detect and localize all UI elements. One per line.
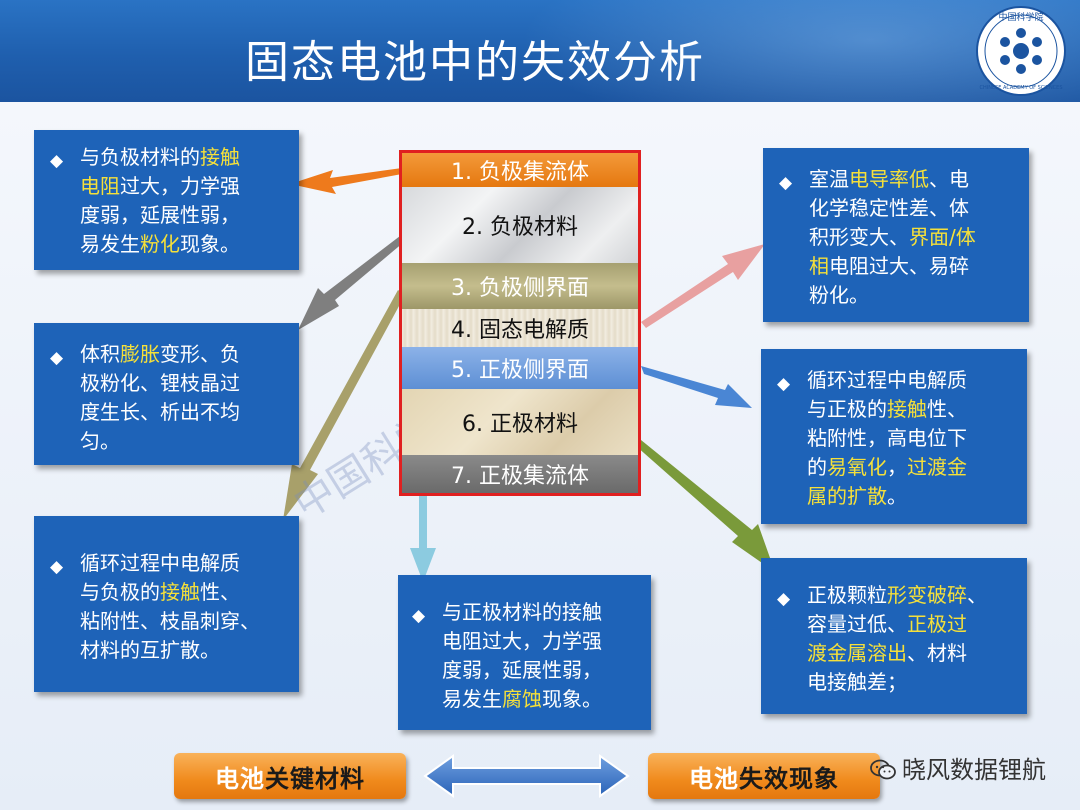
box-text: 室温电导率低、电 化学稳定性差、体 积形变大、界面/体 相电阻过大、易碎 粉化。 [809,167,976,307]
box-text: 循环过程中电解质 与正极的接触性、 粘附性，高电位下 的易氧化，过渡金 属的扩散… [807,368,967,508]
layer-label: 6. 正极材料 [462,412,578,437]
box-positive-particle-failure: ◆ 正极颗粒形变破碎、 容量过低、正极过 渡金属溶出、材料 电接触差； [761,558,1027,714]
bullet-icon: ◆ [50,557,64,577]
layer-negative-collector: 1. 负极集流体 [402,153,638,187]
box-text: 正极颗粒形变破碎、 容量过低、正极过 渡金属溶出、材料 电接触差； [807,583,987,694]
layer-positive-collector: 7. 正极集流体 [402,455,638,493]
layer-negative-material: 2. 负极材料 [402,187,638,263]
layer-negative-interface: 3. 负极侧界面 [402,263,638,309]
key-materials-button[interactable]: 电池关键材料 [174,753,406,799]
bullet-icon: ◆ [50,151,64,171]
double-arrow-icon [423,754,630,798]
logo-label: CHINESE ACADEMY OF SCIENCES [979,85,1062,91]
layer-label: 5. 正极侧界面 [451,358,589,383]
bullet-icon: ◆ [777,374,791,394]
layer-label: 4. 固态电解质 [451,318,589,343]
source-watermark: 晓风数据锂航 [870,750,1046,785]
cas-logo-icon: 中国科学院 CHINESE ACADEMY OF SCIENCES [976,6,1066,96]
box-negative-material-failure: ◆ 与负极材料的接触 电阻过大，力学强 度弱，延展性弱， 易发生粉化现象。 [34,130,299,270]
battery-layer-stack: 1. 负极集流体 2. 负极材料 3. 负极侧界面 4. 固态电解质 5. 正极… [399,150,641,496]
layer-label: 1. 负极集流体 [451,160,589,185]
box-text: 循环过程中电解质 与负极的接触性、 粘附性、枝晶刺穿、 材料的互扩散。 [80,551,260,662]
page-title: 固态电池中的失效分析 [245,37,705,88]
header-bar: 固态电池中的失效分析 中国科学院 CHINESE ACADEMY OF SCIE… [0,0,1080,102]
layer-solid-electrolyte: 4. 固态电解质 [402,309,638,347]
layer-positive-material: 6. 正极材料 [402,389,638,455]
layer-label: 7. 正极集流体 [451,464,589,489]
box-text: 与负极材料的接触 电阻过大，力学强 度弱，延展性弱， 易发生粉化现象。 [80,145,240,256]
wechat-icon [870,759,896,781]
arrow-green [636,440,775,572]
failure-phenomena-button[interactable]: 电池失效现象 [648,753,880,799]
box-positive-material-failure: ◆ 与正极材料的接触 电阻过大，力学强 度弱，延展性弱， 易发生腐蚀现象。 [398,575,651,730]
box-electrolyte-failure: ◆ 室温电导率低、电 化学稳定性差、体 积形变大、界面/体 相电阻过大、易碎 粉… [763,148,1029,322]
box-positive-interface-cycling: ◆ 循环过程中电解质 与正极的接触性、 粘附性，高电位下 的易氧化，过渡金 属的… [761,349,1027,524]
arrow-blue [641,366,752,408]
logo-text: 中国科学院 [998,11,1043,23]
bullet-icon: ◆ [412,606,426,626]
box-text: 与正极材料的接触 电阻过大，力学强 度弱，延展性弱， 易发生腐蚀现象。 [442,600,602,711]
arrow-cyan [410,496,436,582]
box-text: 体积膨胀变形、负 极粉化、锂枝晶过 度生长、析出不均 匀。 [80,342,240,453]
bullet-icon: ◆ [777,589,791,609]
layer-label: 2. 负极材料 [462,215,578,240]
layer-label: 3. 负极侧界面 [451,276,589,301]
box-volume-expansion: ◆ 体积膨胀变形、负 极粉化、锂枝晶过 度生长、析出不均 匀。 [34,323,299,465]
box-negative-interface-cycling: ◆ 循环过程中电解质 与负极的接触性、 粘附性、枝晶刺穿、 材料的互扩散。 [34,516,299,692]
arrow-gray [298,236,404,330]
arrow-olive [283,290,405,520]
arrow-pink [641,244,765,328]
arrow-orange [290,168,402,194]
bullet-icon: ◆ [779,173,793,193]
bullet-icon: ◆ [50,348,64,368]
layer-positive-interface: 5. 正极侧界面 [402,347,638,389]
